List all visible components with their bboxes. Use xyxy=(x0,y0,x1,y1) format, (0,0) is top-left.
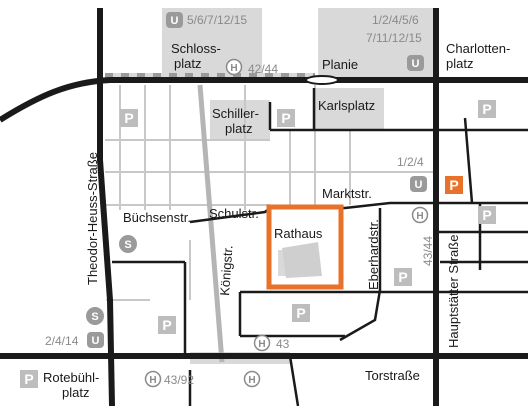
svg-text:P: P xyxy=(482,101,491,117)
schulstr-label: Schulstr. xyxy=(209,206,259,221)
u-icon[interactable]: U xyxy=(407,55,424,71)
rotebuehl-bus-lines: 43/92 xyxy=(164,373,194,387)
svg-text:U: U xyxy=(171,15,179,27)
p-icon[interactable]: P xyxy=(394,268,412,286)
h-icon[interactable]: H xyxy=(243,370,261,388)
schlossplatz-ubahn-lines: 5/6/7/12/15 xyxy=(187,13,247,27)
p-icon[interactable]: P xyxy=(292,304,310,322)
planie-label: Planie xyxy=(322,57,358,72)
eberhardstr-label: Eberhardstr. xyxy=(366,219,381,290)
theodor-heuss-label: Theodor-Heuss-Straße xyxy=(85,152,100,285)
p-icon[interactable]: P xyxy=(478,206,496,224)
koenigstr-label: Königstr. xyxy=(217,245,235,297)
p-icon[interactable]: P xyxy=(277,109,295,127)
h-icon[interactable]: H xyxy=(411,206,429,224)
schillerplatz-label-2: platz xyxy=(225,121,252,136)
rathaus[interactable]: Rathaus xyxy=(266,204,344,290)
p-icon-highlighted[interactable]: P xyxy=(445,176,463,194)
schlossplatz-bus-lines: 42/44 xyxy=(248,62,278,76)
p-icon[interactable]: P xyxy=(478,100,496,118)
karlsplatz-area xyxy=(314,88,384,130)
svg-text:P: P xyxy=(124,110,133,126)
svg-text:U: U xyxy=(412,58,420,70)
u-icon[interactable]: U xyxy=(410,176,427,192)
u-icon[interactable]: U xyxy=(166,12,183,28)
rathaus-ubahn-lines: 1/2/4 xyxy=(397,155,424,169)
charlottenplatz-label-1: Charlotten- xyxy=(446,41,510,56)
svg-text:P: P xyxy=(281,110,290,126)
major-roads xyxy=(0,8,528,406)
p-icon[interactable]: P xyxy=(120,109,138,127)
svg-text:P: P xyxy=(296,305,305,321)
h-icon[interactable]: H xyxy=(144,370,162,388)
svg-text:S: S xyxy=(91,311,98,323)
svg-text:U: U xyxy=(92,335,100,347)
svg-text:H: H xyxy=(258,339,265,350)
svg-text:P: P xyxy=(449,177,458,193)
svg-text:H: H xyxy=(416,211,423,222)
hauptstaetter-label: Hauptstätter Straße xyxy=(446,235,461,348)
svg-text:H: H xyxy=(248,375,255,386)
charlottenplatz-ubahn-lines-1: 1/2/4/5/6 xyxy=(372,13,419,27)
charlottenplatz-label-2: platz xyxy=(446,56,473,71)
koenig-bus-lines: 43 xyxy=(276,337,290,351)
svg-text:P: P xyxy=(398,269,407,285)
svg-text:P: P xyxy=(482,207,491,223)
s-icon[interactable]: S xyxy=(119,235,137,253)
rotebuehlplatz-label-1: Rotebühl- xyxy=(43,370,99,385)
s-icon[interactable]: S xyxy=(86,307,104,325)
marktstr-label: Marktstr. xyxy=(322,186,372,201)
h-icon[interactable]: H xyxy=(225,58,243,76)
svg-text:P: P xyxy=(162,317,171,333)
svg-text:P: P xyxy=(24,371,33,387)
u-icon[interactable]: U xyxy=(87,332,104,348)
h-icon[interactable]: H xyxy=(253,334,271,352)
eberhard-bus-lines: 43/44 xyxy=(421,236,435,266)
p-icon[interactable]: P xyxy=(158,316,176,334)
rail-strip xyxy=(105,73,315,80)
rotebuehlplatz-label-2: platz xyxy=(62,385,89,400)
svg-text:S: S xyxy=(124,239,131,251)
schlossplatz-label-2: platz xyxy=(174,56,201,71)
schillerplatz-area xyxy=(210,100,270,140)
svg-text:U: U xyxy=(415,179,423,191)
rotebuehl-ubahn-lines: 2/4/14 xyxy=(45,334,79,348)
svg-text:H: H xyxy=(230,63,237,74)
schillerplatz-label-1: Schiller- xyxy=(212,106,259,121)
schlossplatz-label-1: Schloss- xyxy=(171,41,221,56)
buechsenstr-label: Büchsenstr. xyxy=(123,210,191,225)
svg-text:H: H xyxy=(149,375,156,386)
charlottenplatz-ubahn-lines-2: 7/11/12/15 xyxy=(366,31,422,45)
karlsplatz-label: Karlsplatz xyxy=(318,98,375,113)
koenigstr-line xyxy=(197,84,225,363)
p-icon[interactable]: P xyxy=(20,370,38,388)
torstrasse-label: Torstraße xyxy=(365,368,420,383)
rathaus-label: Rathaus xyxy=(274,226,323,241)
minor-streets xyxy=(105,85,435,301)
